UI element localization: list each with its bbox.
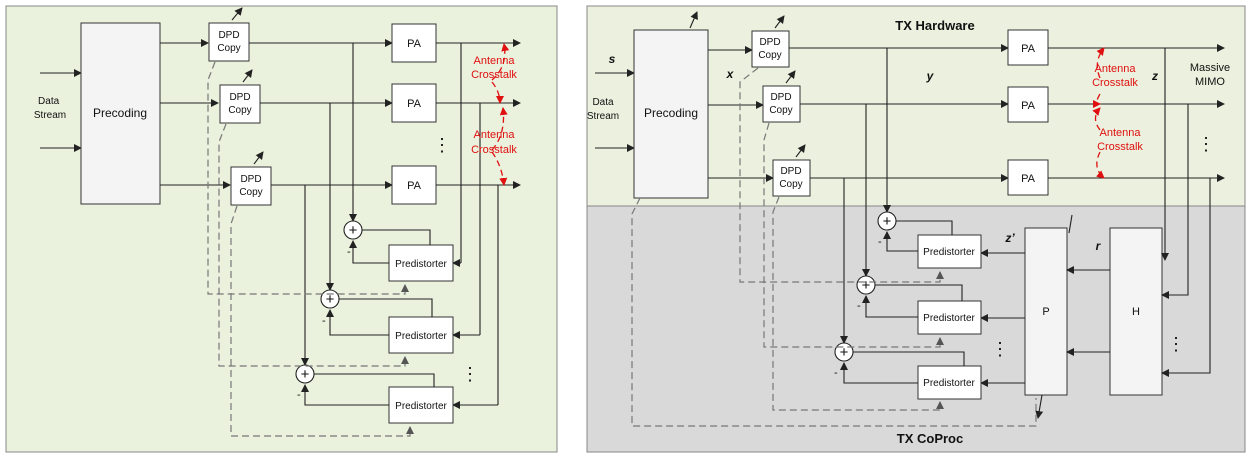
svg-text:PA: PA — [407, 98, 422, 110]
left-dots-pa: ⋮ — [433, 135, 451, 155]
right-precoding-block — [633, 29, 709, 199]
h-block — [1109, 227, 1163, 396]
left-pa-3 — [391, 165, 437, 205]
right-predistorter-3 — [917, 365, 982, 400]
right-pa-3 — [1007, 159, 1049, 196]
svg-text:+: + — [883, 213, 892, 230]
svg-text:Predistorter: Predistorter — [923, 313, 975, 324]
signal-s-label: s — [609, 52, 616, 66]
svg-text:+: + — [301, 366, 310, 383]
right-pa-2 — [1007, 86, 1049, 123]
left-dpd-copy-3 — [230, 166, 272, 206]
svg-text:+: + — [862, 277, 871, 294]
tx-coproc-title: TX CoProc — [897, 431, 963, 446]
signal-r-label: r — [1096, 239, 1102, 253]
svg-text:+: + — [840, 344, 849, 361]
signal-x-label: x — [726, 67, 735, 81]
svg-text:-: - — [347, 246, 351, 258]
signal-y-label: y — [926, 69, 935, 83]
signal-z-prime-label: z’ — [1004, 231, 1015, 245]
svg-text:Predistorter: Predistorter — [395, 259, 447, 270]
svg-text:P: P — [1042, 306, 1049, 318]
left-crosstalk-arrow-up-1 — [491, 43, 510, 81]
svg-text:PA: PA — [1021, 100, 1036, 112]
left-dpd-copy-1 — [208, 22, 250, 62]
right-dpd-copy-2 — [762, 85, 801, 123]
right-predistorter-2 — [917, 300, 982, 335]
svg-text:-: - — [322, 315, 326, 327]
svg-text:PA: PA — [1021, 173, 1036, 185]
svg-text:PA: PA — [407, 38, 422, 50]
svg-text:-: - — [834, 367, 838, 379]
left-dpd-copy-2 — [219, 84, 261, 124]
left-pa-1 — [391, 23, 437, 63]
tx-hardware-title: TX Hardware — [895, 18, 974, 33]
svg-text:H: H — [1132, 306, 1140, 318]
left-predistorter-3 — [388, 386, 454, 424]
right-precoding-label: Precoding — [644, 106, 698, 120]
svg-text:+: + — [326, 291, 335, 308]
left-precoding-label: Precoding — [93, 106, 147, 120]
right-predistorter-1 — [917, 234, 982, 269]
right-dots-h: ⋮ — [1167, 334, 1185, 354]
svg-text:Predistorter: Predistorter — [395, 401, 447, 412]
svg-text:PA: PA — [407, 180, 422, 192]
p-block — [1024, 227, 1068, 396]
right-dots-predistorter: ⋮ — [991, 339, 1009, 359]
right-pa-1 — [1007, 29, 1049, 66]
left-data-stream-label: Data Stream — [34, 96, 66, 121]
svg-text:+: + — [349, 222, 358, 239]
left-precoding-block — [80, 22, 161, 205]
svg-text:PA: PA — [1021, 43, 1036, 55]
signal-z-label: z — [1151, 69, 1158, 83]
left-predistorter-1 — [388, 244, 454, 282]
svg-text:Predistorter: Predistorter — [923, 247, 975, 258]
svg-text:-: - — [878, 236, 882, 248]
svg-text:-: - — [857, 300, 861, 312]
svg-text:Predistorter: Predistorter — [923, 378, 975, 389]
svg-text:-: - — [297, 389, 301, 401]
right-dpd-copy-1 — [751, 30, 790, 68]
svg-text:Predistorter: Predistorter — [395, 331, 447, 342]
left-dots-predistorter: ⋮ — [461, 364, 479, 384]
right-dots-pa: ⋮ — [1197, 134, 1215, 154]
